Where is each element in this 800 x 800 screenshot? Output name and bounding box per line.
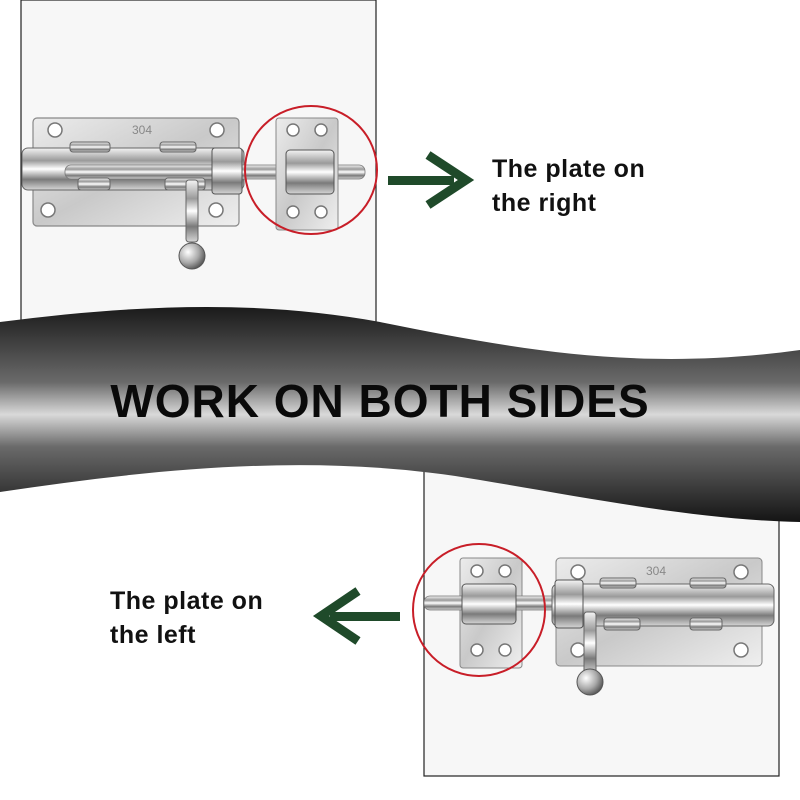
top-callout: The plate on the right — [492, 152, 645, 220]
top-highlight-circle — [244, 105, 378, 235]
bottom-highlight-circle — [412, 543, 546, 677]
top-callout-line2: the right — [492, 189, 597, 217]
bottom-latch-image — [424, 557, 775, 696]
bottom-callout: The plate on the left — [110, 584, 263, 652]
wave-banner — [0, 306, 800, 522]
bottom-callout-line1: The plate on — [110, 587, 264, 615]
top-callout-line1: The plate on — [492, 155, 646, 183]
top-photo-panel: 304 — [20, 0, 378, 331]
bottom-photo-panel: 304 — [412, 469, 780, 777]
left-arrow-icon — [312, 587, 400, 645]
right-arrow-icon — [388, 151, 475, 209]
top-stamp-text: 304 — [132, 123, 152, 137]
top-latch-image — [21, 117, 366, 270]
bottom-stamp-text: 304 — [646, 564, 666, 578]
banner-headline: WORK ON BOTH SIDES — [110, 375, 650, 427]
bottom-callout-line2: the left — [110, 621, 196, 649]
